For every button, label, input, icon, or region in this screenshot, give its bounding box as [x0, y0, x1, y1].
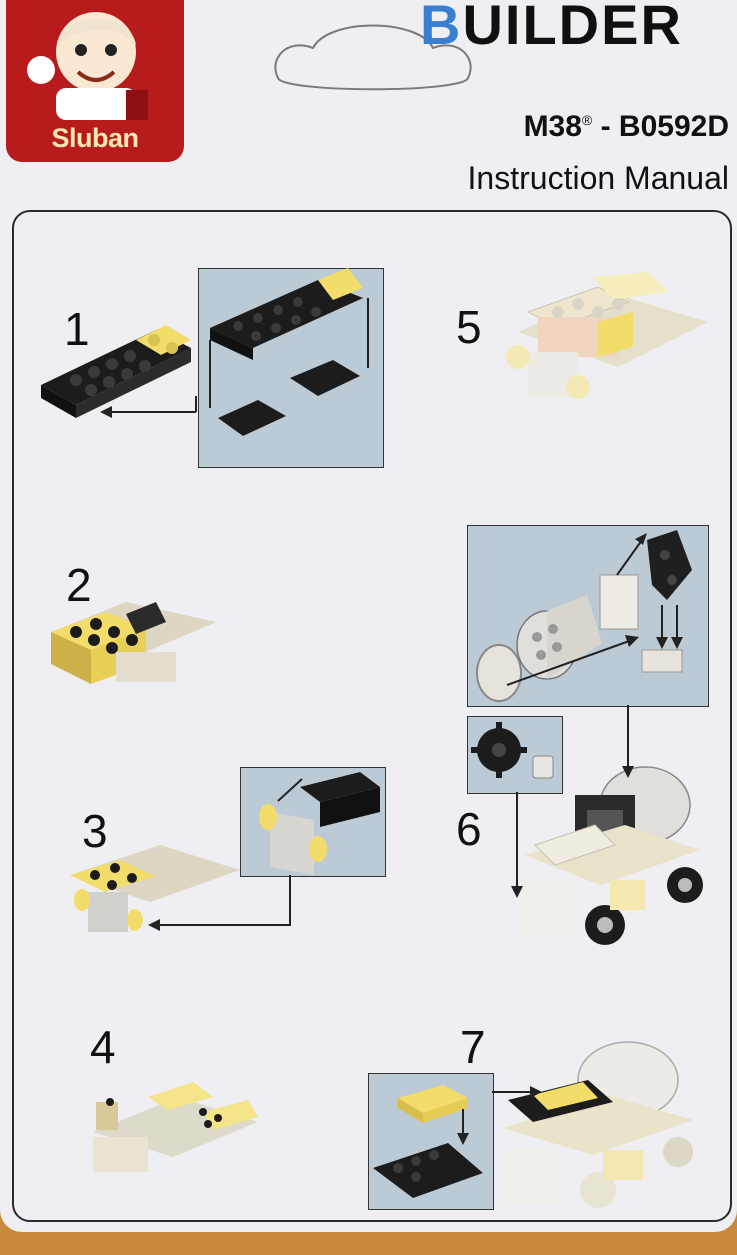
step-3-arrow	[148, 875, 291, 931]
step-3-parts-illustration	[259, 772, 380, 876]
step-6-gear-parts-illustration	[471, 722, 554, 779]
model-number: M38® - B0592D	[524, 110, 729, 144]
step-number-2: 2	[66, 559, 92, 611]
step-7-truck-illustration	[503, 1041, 693, 1208]
step-number-1: 1	[64, 303, 90, 355]
step-6-arrows	[511, 705, 634, 898]
series-first-letter: B	[420, 0, 463, 56]
step-1-chassis-illustration	[41, 325, 191, 418]
sluban-logo: Sluban	[6, 0, 184, 162]
logo-wordmark: Sluban	[51, 123, 139, 153]
step-1-arrow	[100, 396, 197, 418]
manual-subtitle: Instruction Manual	[467, 160, 729, 196]
step-number-7: 7	[460, 1021, 486, 1073]
model-prefix: M38	[523, 110, 582, 143]
step-7-arrow	[492, 1086, 542, 1098]
series-title: BUILDER	[420, 0, 683, 57]
mascot-icon	[27, 12, 148, 120]
step-2-illustration	[51, 602, 216, 684]
step-number-3: 3	[82, 805, 108, 857]
step-6-drum-parts-illustration	[476, 530, 692, 702]
step-number-4: 4	[90, 1021, 116, 1073]
step-6-truck-illustration	[520, 766, 703, 945]
step-number-6: 6	[456, 803, 482, 855]
step-4-illustration	[93, 1082, 258, 1172]
step-number-5: 5	[456, 301, 482, 353]
model-suffix: - B0592D	[600, 110, 729, 143]
hang-hole	[274, 24, 472, 91]
step-7-parts-illustration	[373, 1085, 483, 1198]
step-3-assembly-illustration	[70, 845, 240, 932]
series-rest: UILDER	[462, 0, 683, 56]
step-1-parts-illustration	[209, 268, 369, 436]
step-5-illustration	[506, 272, 708, 399]
registered-mark: ®	[581, 112, 593, 128]
